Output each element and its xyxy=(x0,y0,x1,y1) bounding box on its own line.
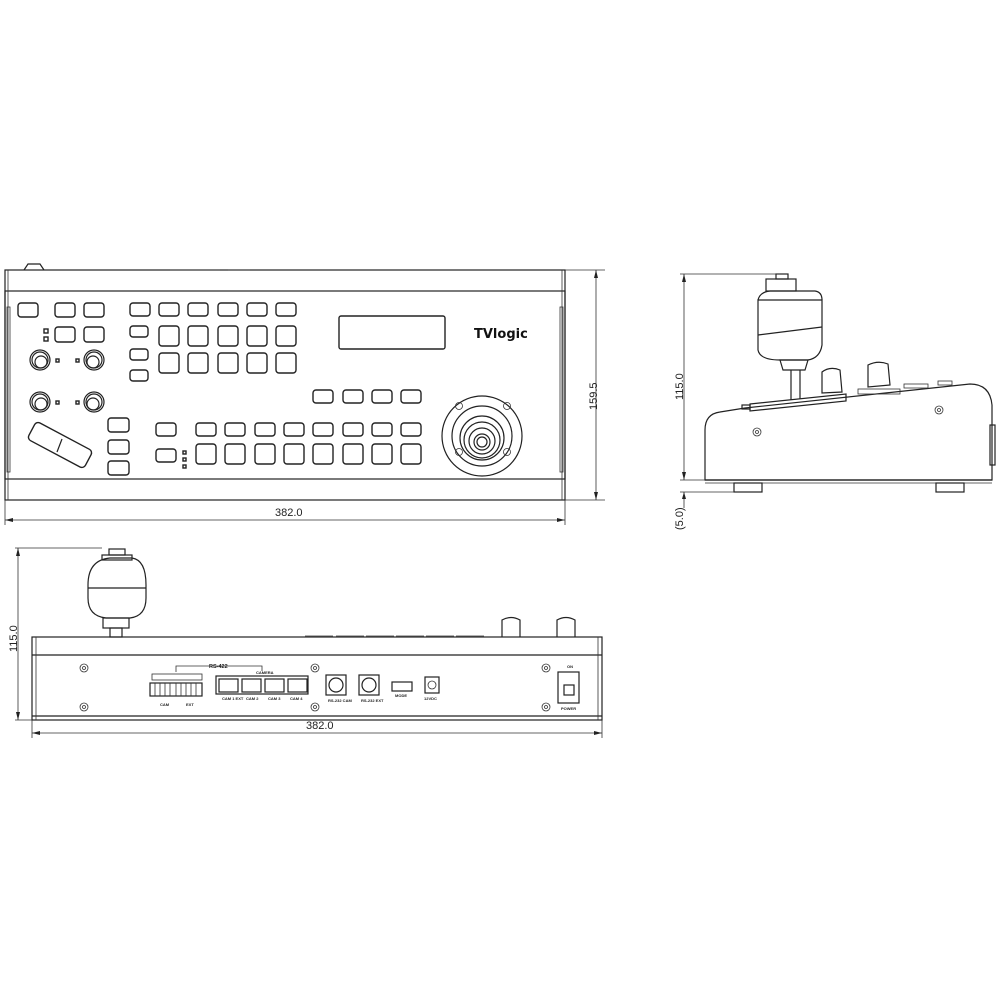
rear-view: RS-422 CAMERA CAM EXT CAM 1 EXT CAM 2 CA… xyxy=(8,547,603,738)
rotary-knob[interactable] xyxy=(29,391,51,413)
svg-text:POWER: POWER xyxy=(561,706,576,711)
svg-text:CAM 2: CAM 2 xyxy=(246,696,259,701)
svg-text:RS-232 EXT: RS-232 EXT xyxy=(361,698,384,703)
svg-text:ON: ON xyxy=(567,664,573,669)
depth-dimension: 159.5 xyxy=(588,382,600,410)
side-view-body xyxy=(704,383,993,481)
fader-lever[interactable] xyxy=(27,421,93,469)
rs232-cam-port[interactable] xyxy=(325,674,347,696)
rs422-terminal-block[interactable] xyxy=(149,673,203,697)
svg-text:CAM 4: CAM 4 xyxy=(290,696,303,701)
dc-power-jack[interactable] xyxy=(424,676,440,694)
height-dimension: 115.0 xyxy=(674,373,686,400)
camera-port-1[interactable] xyxy=(218,678,239,693)
mode-dip-switch[interactable] xyxy=(391,681,413,692)
joystick[interactable] xyxy=(87,548,147,638)
rs232-ext-port[interactable] xyxy=(358,674,380,696)
svg-text:EXT: EXT xyxy=(186,702,194,707)
power-switch-side xyxy=(989,424,996,466)
side-view: 115.0 (5.0) xyxy=(674,273,996,530)
brand-logo: TVlogic xyxy=(474,327,528,342)
camera-port-3[interactable] xyxy=(264,678,285,693)
camera-label: CAMERA xyxy=(256,670,274,675)
svg-text:CAM: CAM xyxy=(160,702,170,707)
rear-height-dimension: 115.0 xyxy=(8,625,20,652)
lcd-display xyxy=(338,315,446,350)
rs422-label: RS-422 xyxy=(209,664,228,670)
camera-port-2[interactable] xyxy=(241,678,262,693)
rotary-knob[interactable] xyxy=(83,349,105,371)
foot xyxy=(733,482,763,493)
width-dimension: 382.0 xyxy=(275,507,303,519)
feet-dimension: (5.0) xyxy=(674,507,686,530)
joystick[interactable] xyxy=(441,395,523,477)
power-switch[interactable] xyxy=(557,671,580,704)
svg-text:12VDC: 12VDC xyxy=(424,696,437,701)
svg-text:MODE: MODE xyxy=(395,693,407,698)
cable-clip xyxy=(23,263,45,271)
svg-text:RS-232 CAM: RS-232 CAM xyxy=(328,698,352,703)
rotary-knob[interactable] xyxy=(83,391,105,413)
rotary-knob[interactable] xyxy=(29,349,51,371)
rear-width-dimension: 382.0 xyxy=(306,720,334,732)
camera-port-4[interactable] xyxy=(287,678,308,693)
svg-text:CAM 3: CAM 3 xyxy=(268,696,281,701)
rear-view-body xyxy=(31,636,603,721)
foot xyxy=(935,482,965,493)
top-view: TVlogic xyxy=(4,263,605,525)
svg-text:CAM 1 EXT: CAM 1 EXT xyxy=(222,696,244,701)
